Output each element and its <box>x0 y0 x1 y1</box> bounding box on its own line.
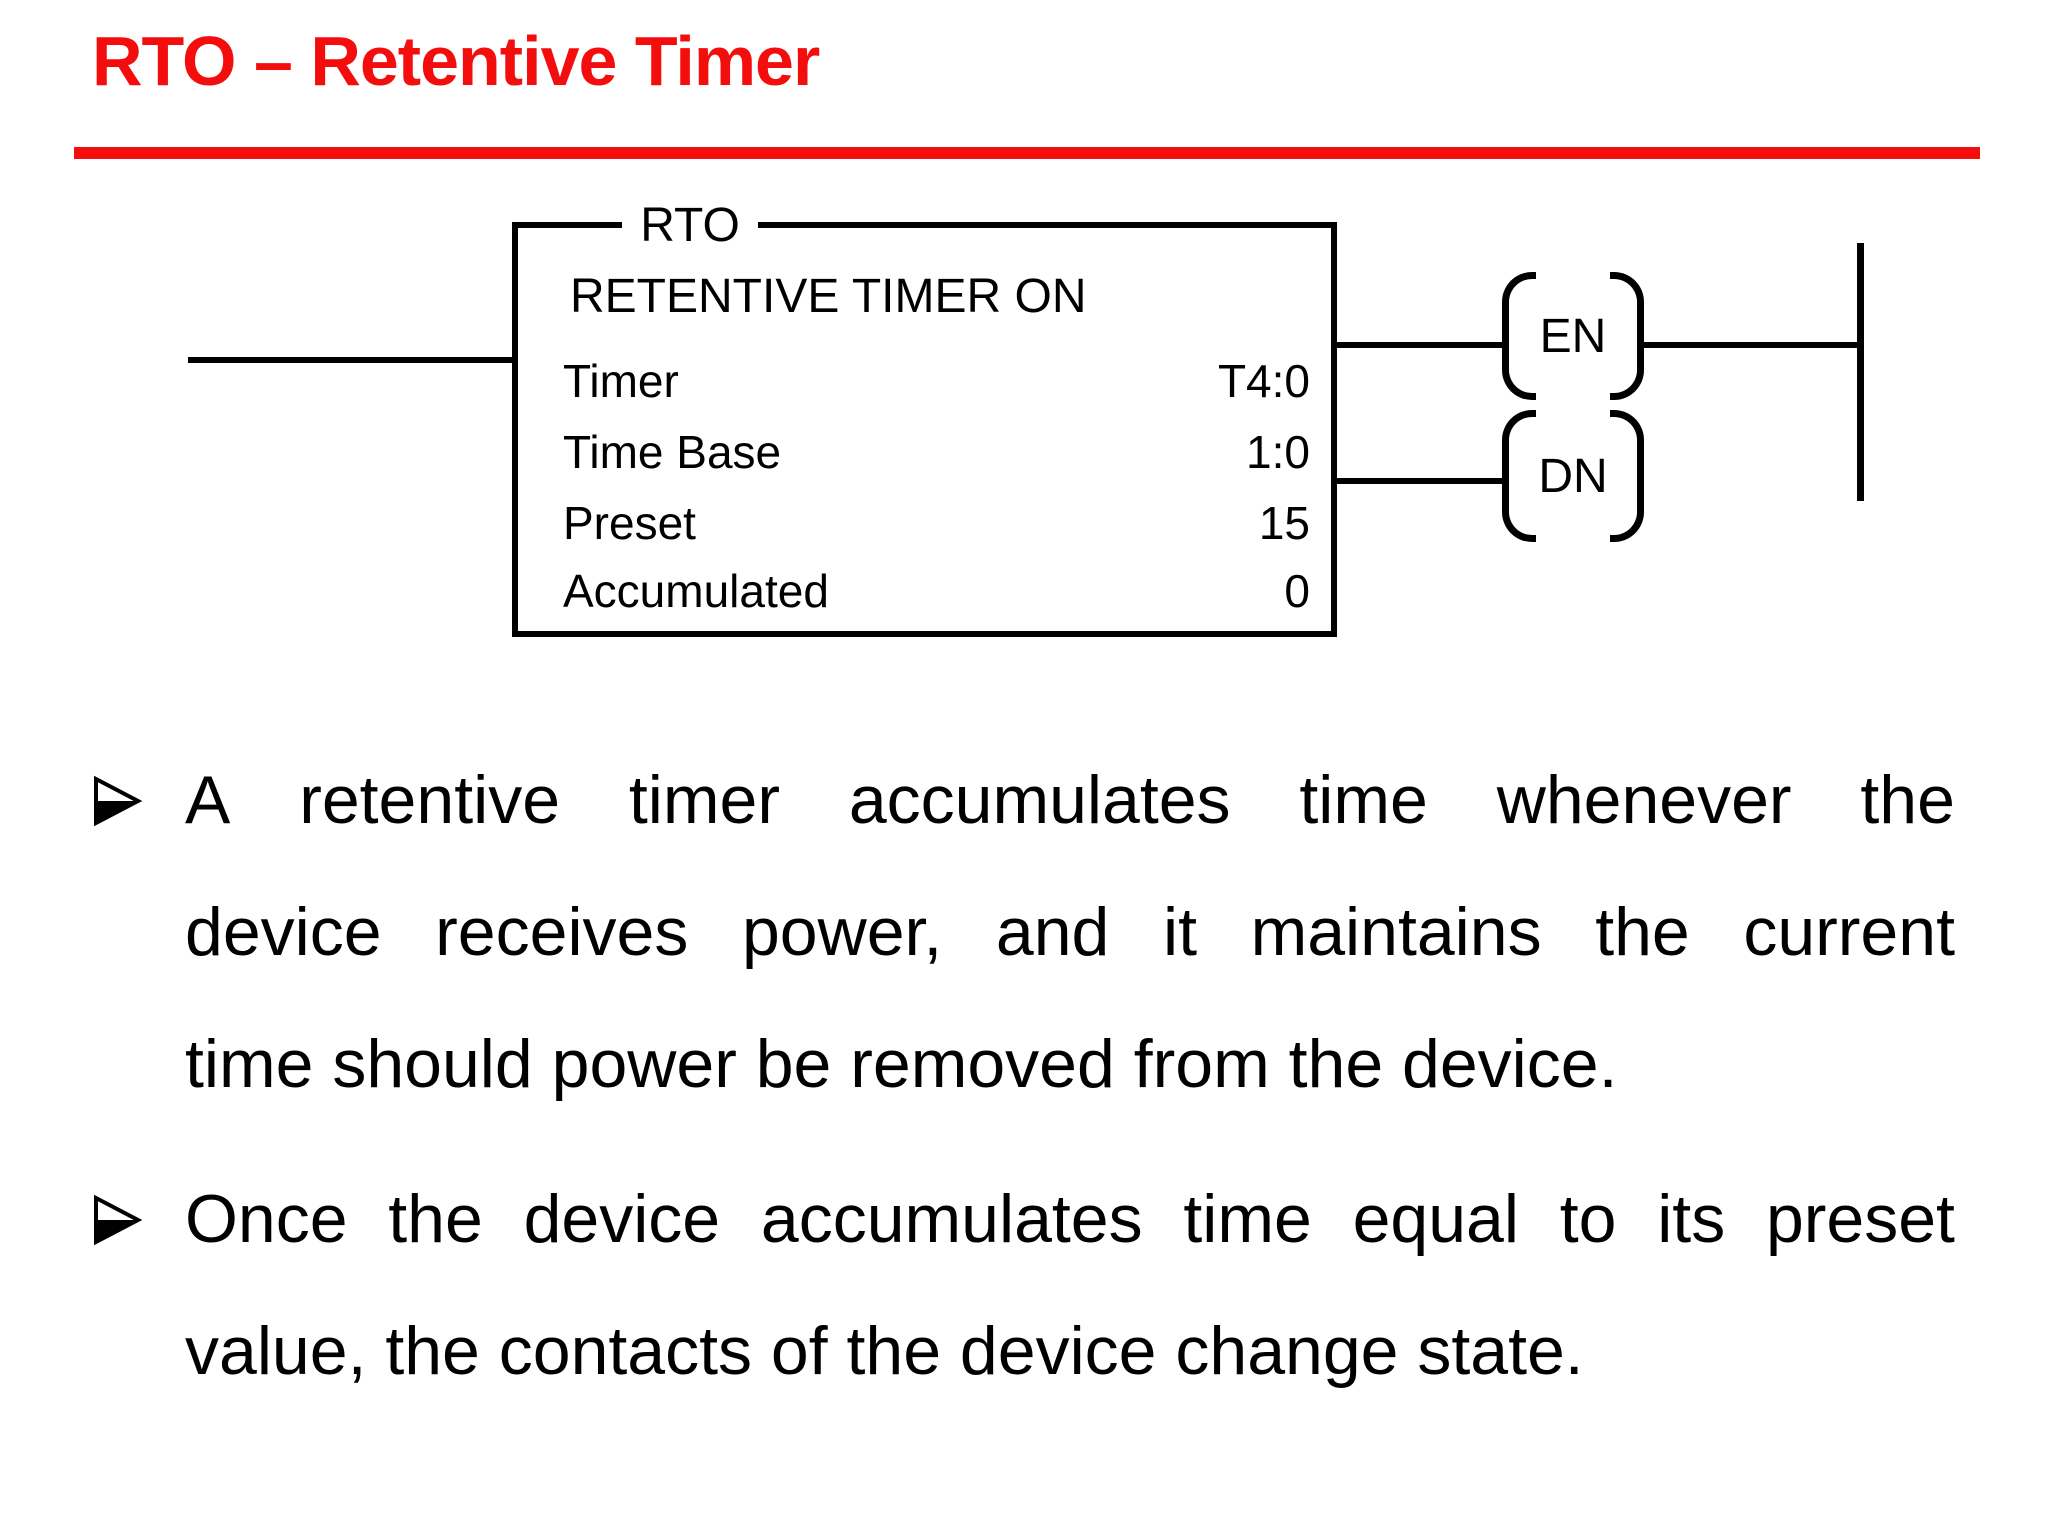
param-row-preset: Preset 15 <box>563 488 1310 558</box>
en-contact-label: EN <box>1539 309 1607 363</box>
param-label: Timer <box>563 355 679 407</box>
en-contact: EN <box>1502 272 1644 400</box>
contact-left-bracket-icon <box>1502 410 1536 542</box>
param-value: T4:0 <box>1217 355 1310 407</box>
title-underline <box>74 147 1980 159</box>
contact-right-bracket-icon <box>1610 272 1644 400</box>
param-row-accumulated: Accumulated 0 <box>563 556 1310 626</box>
arrowhead-right-icon <box>94 1194 143 1246</box>
rung-wire-left <box>188 357 514 363</box>
dn-contact: DN <box>1502 410 1644 542</box>
dn-contact-label: DN <box>1538 449 1608 503</box>
contact-right-bracket-icon <box>1610 410 1644 542</box>
page-title: RTO – Retentive Timer <box>92 22 820 100</box>
param-row-time-base: Time Base 1:0 <box>563 417 1310 487</box>
param-label: Preset <box>563 497 696 549</box>
rto-block-label: RTO <box>622 198 758 252</box>
en-branch-wire-right <box>1644 342 1860 348</box>
contact-left-bracket-icon <box>1502 272 1536 400</box>
en-branch-wire-left <box>1331 342 1502 348</box>
arrowhead-right-icon <box>94 775 143 827</box>
param-value: 15 <box>1258 497 1310 549</box>
right-power-rail <box>1857 243 1864 501</box>
block-title: RETENTIVE TIMER ON <box>570 269 1087 323</box>
bullet-line: value, the contacts of the device change… <box>185 1313 1584 1389</box>
bullet-line: time should power be removed from the de… <box>185 1026 1618 1102</box>
dn-branch-wire <box>1331 478 1502 484</box>
param-label: Time Base <box>563 426 782 478</box>
param-label: Accumulated <box>563 565 829 617</box>
param-value: 0 <box>1284 565 1310 617</box>
timer-function-block <box>512 222 1337 637</box>
param-value: 1:0 <box>1246 426 1310 478</box>
param-row-timer: Timer T4:0 <box>563 346 1310 416</box>
